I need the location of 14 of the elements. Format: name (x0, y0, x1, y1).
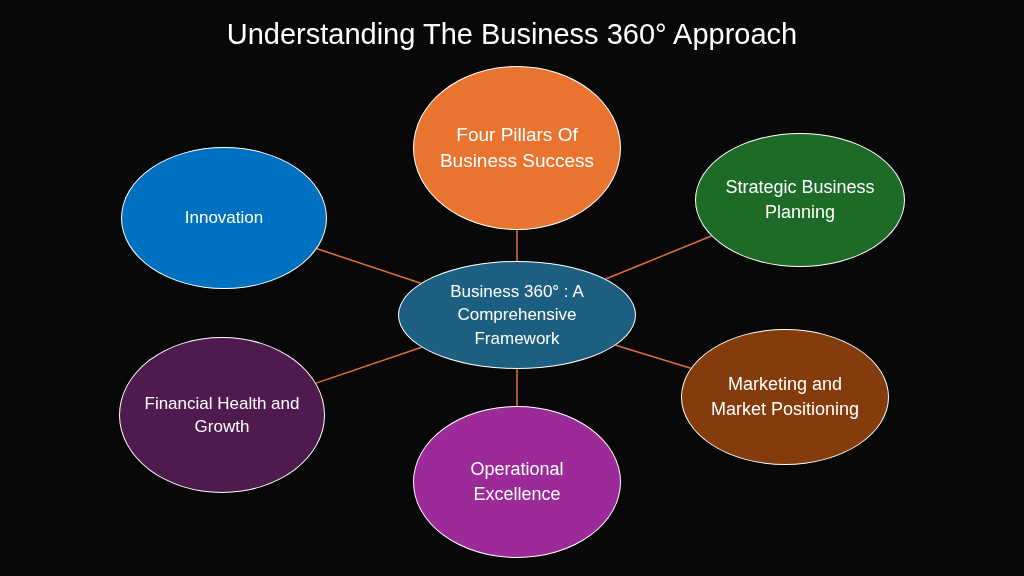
connector-line (604, 235, 713, 280)
topic-ellipse: Strategic Business Planning (695, 133, 905, 267)
topic-ellipse: Marketing and Market Positioning (681, 329, 889, 465)
connector-line (614, 344, 692, 369)
topic-ellipse: Four Pillars Of Business Success (413, 66, 621, 230)
topic-ellipse: Financial Health and Growth (119, 337, 325, 493)
connector-line (516, 368, 518, 407)
connector-line (516, 229, 518, 262)
topic-ellipse: Innovation (121, 147, 327, 289)
topic-ellipse: Operational Excellence (413, 406, 621, 558)
title: Understanding The Business 360° Approach (226, 18, 798, 51)
connector-line (316, 248, 422, 284)
connector-line (315, 346, 423, 384)
topic-ellipse: Business 360° : A Comprehensive Framework (398, 261, 636, 369)
